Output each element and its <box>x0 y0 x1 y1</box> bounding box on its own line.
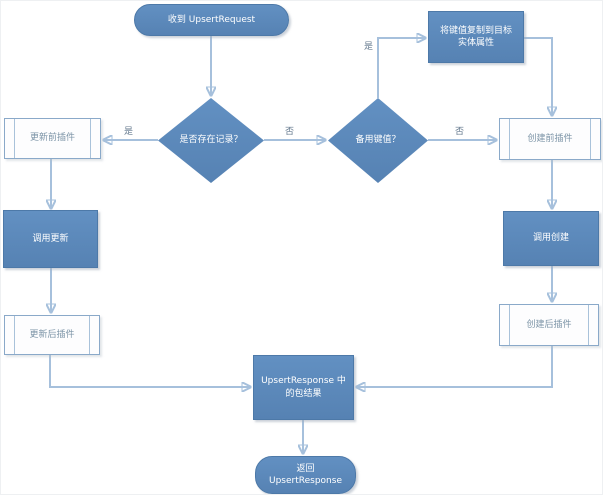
edge-label-exists-no: 否 <box>284 127 296 138</box>
subroutine-divider <box>590 119 591 159</box>
edge-label-altkey-no: 否 <box>454 127 466 138</box>
node-pre-create-label: 创建前插件 <box>527 133 573 144</box>
node-post-create-label: 创建后插件 <box>526 319 572 330</box>
node-pre-update-label: 更新前插件 <box>29 133 75 144</box>
node-copy-key-line2: 实体属性 <box>457 38 494 48</box>
node-copy-key-label: 将键值复制到目标 实体属性 <box>440 25 512 49</box>
node-call-update-label: 调用更新 <box>32 233 69 244</box>
node-alternate-key-decision-label: 备用键值？ <box>355 135 401 146</box>
connector-altkey-yes <box>377 38 426 98</box>
node-end-label: 返回 UpsertResponse <box>269 463 342 487</box>
node-exists-decision-label: 是否存在记录？ <box>179 135 243 146</box>
edge-label-altkey-yes: 是 <box>363 42 375 53</box>
node-call-create-label: 调用创建 <box>532 233 569 244</box>
node-result: UpsertResponse 中 的包结果 <box>253 355 354 420</box>
edge-label-exists-yes: 是 <box>123 127 135 138</box>
node-exists-decision: 是否存在记录？ <box>158 98 264 183</box>
node-start-label: 收到 UpsertRequest <box>167 14 256 25</box>
node-post-update: 更新后插件 <box>4 315 100 355</box>
connector-copykey-to-precreate <box>524 37 552 116</box>
subroutine-divider <box>14 119 15 158</box>
subroutine-divider <box>588 305 589 345</box>
node-result-line1: UpsertResponse 中 <box>261 376 346 387</box>
node-end: 返回 UpsertResponse <box>255 456 356 494</box>
node-end-line2: UpsertResponse <box>269 476 342 486</box>
subroutine-divider <box>509 119 510 159</box>
subroutine-divider <box>90 119 91 158</box>
node-start: 收到 UpsertRequest <box>134 4 289 36</box>
subroutine-divider <box>509 305 510 345</box>
node-call-create: 调用创建 <box>503 211 599 266</box>
node-alternate-key-decision: 备用键值？ <box>328 98 428 183</box>
node-result-line2: 的包结果 <box>285 388 322 399</box>
node-copy-key: 将键值复制到目标 实体属性 <box>428 11 524 63</box>
node-pre-update: 更新前插件 <box>4 118 101 159</box>
node-post-create: 创建后插件 <box>499 304 599 346</box>
connector-postupdate-to-result <box>49 355 251 387</box>
subroutine-divider <box>89 316 90 354</box>
connector-postcreate-to-result <box>356 346 553 387</box>
node-result-label: UpsertResponse 中 的包结果 <box>261 375 346 399</box>
node-post-update-label: 更新后插件 <box>29 329 75 340</box>
node-call-update: 调用更新 <box>3 210 98 268</box>
node-pre-create: 创建前插件 <box>499 118 601 160</box>
node-copy-key-line1: 将键值复制到目标 <box>439 25 512 36</box>
node-end-line1: 返回 <box>296 463 315 474</box>
subroutine-divider <box>14 316 15 354</box>
